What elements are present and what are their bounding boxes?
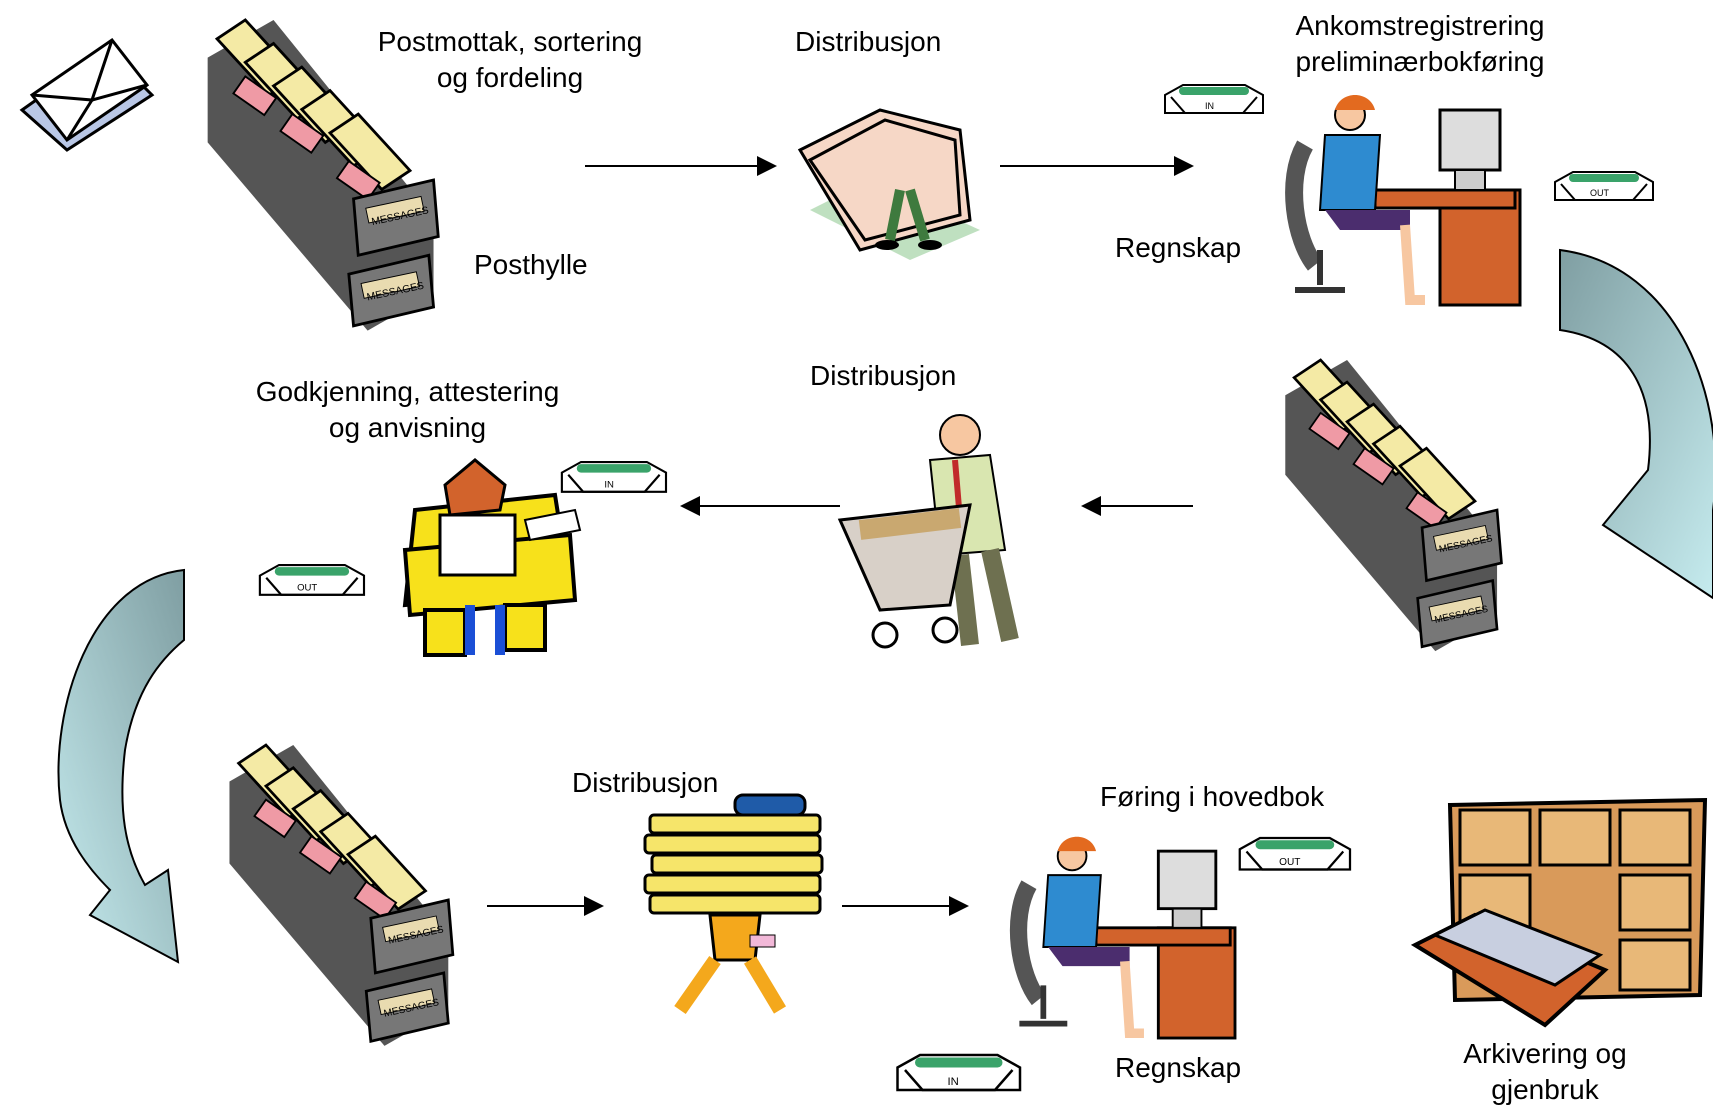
curved-arrow-right xyxy=(1559,248,1713,600)
label-foring: Føring i hovedbok xyxy=(1100,781,1325,812)
in-tray-icon: IN xyxy=(896,1053,1022,1092)
cart-person-icon xyxy=(837,414,1019,649)
label-line: gjenbruk xyxy=(1491,1074,1599,1105)
paper-carrier-icon xyxy=(643,793,824,1015)
label-line: Arkivering og xyxy=(1463,1038,1627,1069)
svg-text:IN: IN xyxy=(1205,101,1214,111)
label-distribusjon-3: Distribusjon xyxy=(572,767,719,798)
desk-worker-icon xyxy=(402,458,582,657)
svg-text:OUT: OUT xyxy=(297,583,317,594)
svg-text:OUT: OUT xyxy=(1279,857,1300,868)
in-tray-icon: IN xyxy=(560,460,668,493)
label-ankomst: Ankomstregistrering preliminærbokføring xyxy=(1290,8,1550,80)
label-line: og fordeling xyxy=(436,62,584,93)
label-posthylle: Posthylle xyxy=(474,249,588,280)
message-shelf-icon: MESSAGES MESSAGES xyxy=(206,18,440,332)
message-shelf-icon: MESSAGES MESSAGES xyxy=(228,743,455,1048)
label-distribusjon-1: Distribusjon xyxy=(795,26,942,57)
filing-cabinet-icon xyxy=(1410,797,1708,1028)
label-godkjenning: Godkjenning, attestering og anvisning xyxy=(230,374,585,446)
label-arkivering: Arkivering og gjenbruk xyxy=(1425,1036,1665,1108)
message-shelf-icon: MESSAGES MESSAGES xyxy=(1283,358,1503,653)
computer-worker-icon xyxy=(1285,95,1522,307)
out-tray-icon: OUT xyxy=(258,563,366,596)
envelope-icon xyxy=(19,37,155,152)
out-tray-icon: OUT xyxy=(1554,171,1654,201)
svg-text:IN: IN xyxy=(948,1076,959,1088)
label-line: Ankomstregistrering xyxy=(1295,10,1545,41)
in-tray-icon: IN xyxy=(1164,84,1264,114)
label-distribusjon-2: Distribusjon xyxy=(810,360,957,391)
svg-text:IN: IN xyxy=(604,480,614,491)
folder-person-icon xyxy=(797,108,980,260)
label-line: og anvisning xyxy=(328,412,487,443)
computer-worker-icon xyxy=(1009,836,1237,1040)
out-tray-icon: OUT xyxy=(1238,836,1352,871)
label-postmottak: Postmottak, sortering og fordeling xyxy=(355,24,665,96)
label-line: Godkjenning, attestering xyxy=(255,376,560,407)
svg-text:OUT: OUT xyxy=(1590,188,1610,198)
label-line: preliminærbokføring xyxy=(1295,46,1545,77)
label-line: Postmottak, sortering xyxy=(377,26,643,57)
label-regnskap-1: Regnskap xyxy=(1115,232,1242,263)
label-regnskap-2: Regnskap xyxy=(1115,1052,1242,1083)
curved-arrow-left xyxy=(57,568,185,964)
